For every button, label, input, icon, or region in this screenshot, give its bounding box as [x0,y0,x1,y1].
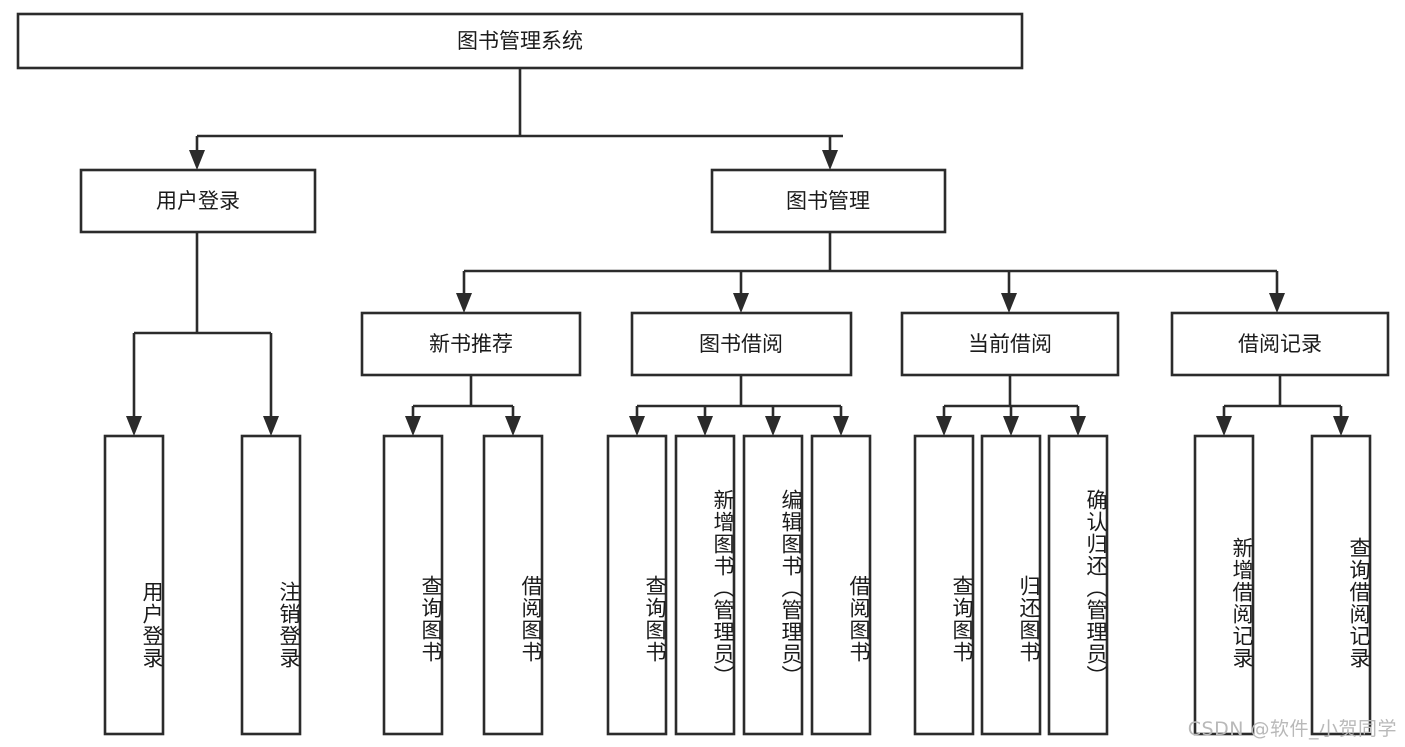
arrow-head-leaf-edit-book [765,416,781,436]
leaf-boxes-user-login [103,434,302,736]
arrow-head-new-book-rec [456,293,472,313]
arrow-head-leaf-query-book-3 [936,416,952,436]
node-leaf-query-book-2-box[interactable] [606,434,668,736]
node-leaf-return-book-box[interactable] [980,434,1042,736]
node-book-manage[interactable]: 图书管理 [710,168,947,234]
node-leaf-edit-book-box[interactable] [742,434,804,736]
connector-current-borrow-to-leaves [936,375,1086,436]
node-root[interactable]: 图书管理系统 [16,12,1024,70]
arrow-head-leaf-confirm-return [1070,416,1086,436]
node-root-label: 图书管理系统 [457,29,583,53]
leaf-boxes-current-borrow [913,434,1109,736]
arrow-head-leaf-add-record [1216,416,1232,436]
arrow-head-leaf-user-logout [263,416,279,436]
node-current-borrow-label: 当前借阅 [968,332,1052,356]
leaf-boxes-book-borrow [606,434,872,736]
arrow-head-leaf-query-book-1 [405,416,421,436]
node-book-borrow-label: 图书借阅 [699,332,783,356]
node-leaf-borrow-book-2-box[interactable] [810,434,872,736]
node-user-login-label: 用户登录 [156,189,240,213]
connector-root-to-level2 [189,68,843,170]
arrow-head-borrow-record [1269,293,1285,313]
arrow-head-leaf-add-book [697,416,713,436]
node-current-borrow-box[interactable] [900,311,1120,377]
node-book-borrow-box[interactable] [630,311,853,377]
leaf-boxes-new-book-rec [382,434,544,736]
node-leaf-add-book-box[interactable] [674,434,736,736]
node-leaf-query-record-box[interactable] [1310,434,1372,736]
arrow-head-user-login [189,150,205,170]
node-leaf-user-login-box[interactable] [103,434,165,736]
node-leaf-query-book-1-box[interactable] [382,434,444,736]
node-leaf-confirm-return-box[interactable] [1047,434,1109,736]
node-book-manage-label: 图书管理 [786,189,870,213]
arrow-head-book-borrow [733,293,749,313]
arrow-head-book-manage [822,150,838,170]
arrow-head-leaf-query-record [1333,416,1349,436]
connector-borrow-record-to-leaves [1216,375,1349,436]
arrow-head-leaf-query-book-2 [629,416,645,436]
connector-book-borrow-to-leaves [629,375,849,436]
watermark-text: CSDN @软件_小贺同学 [1187,718,1397,740]
arrow-head-leaf-user-login [126,416,142,436]
node-current-borrow[interactable]: 当前借阅 [900,311,1120,377]
arrow-head-current-borrow [1001,293,1017,313]
leaf-boxes-borrow-record [1193,434,1372,736]
arrow-head-leaf-borrow-book-1 [505,416,521,436]
node-root-box[interactable] [16,12,1024,70]
node-borrow-record-box[interactable] [1170,311,1390,377]
connector-new-book-rec-to-leaves [405,375,521,436]
node-new-book-rec[interactable]: 新书推荐 [360,311,582,377]
node-new-book-rec-label: 新书推荐 [429,332,513,356]
arrow-head-leaf-borrow-book-2 [833,416,849,436]
node-leaf-query-book-3-box[interactable] [913,434,975,736]
node-book-manage-box[interactable] [710,168,947,234]
arrow-head-leaf-return-book [1003,416,1019,436]
node-borrow-record[interactable]: 借阅记录 [1170,311,1390,377]
node-user-login[interactable]: 用户登录 [79,168,317,234]
connector-user-login-to-leaves [126,232,279,436]
node-leaf-borrow-book-1-box[interactable] [482,434,544,736]
node-book-borrow[interactable]: 图书借阅 [630,311,853,377]
node-leaf-user-logout-box[interactable] [240,434,302,736]
node-leaf-add-record-box[interactable] [1193,434,1255,736]
node-new-book-rec-box[interactable] [360,311,582,377]
connector-book-manage-to-level3 [456,232,1285,313]
node-borrow-record-label: 借阅记录 [1238,332,1322,356]
node-user-login-box[interactable] [79,168,317,234]
